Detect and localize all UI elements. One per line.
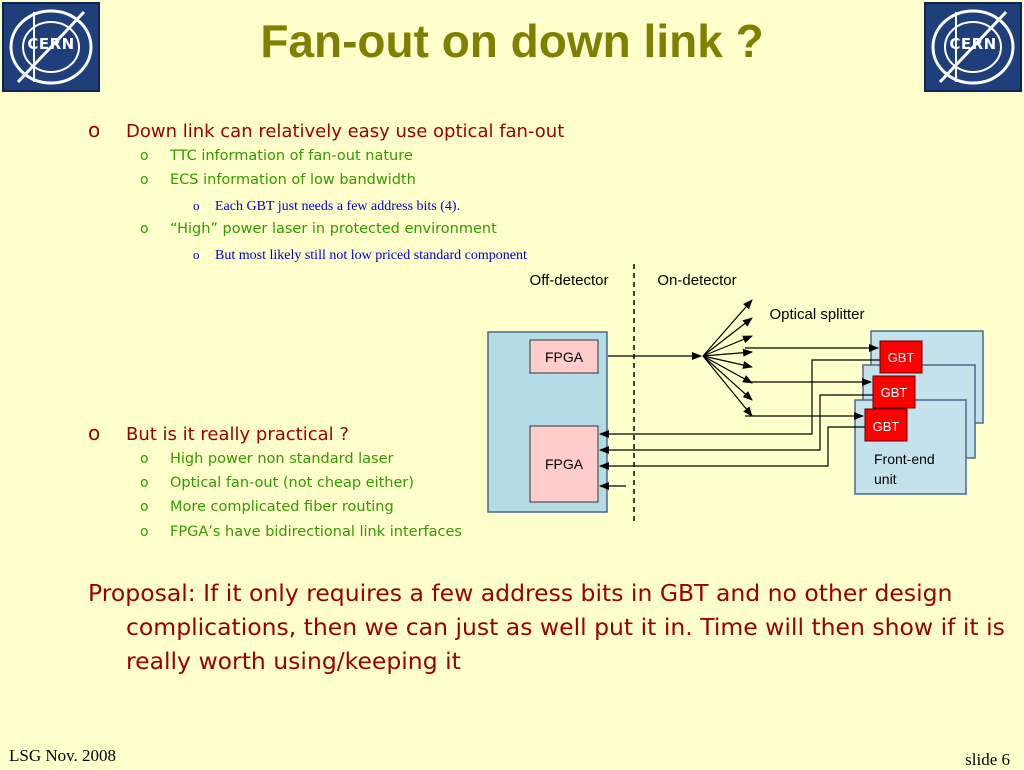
gbt-chip (879, 340, 923, 374)
bullet-text: But is it really practical ? (126, 424, 349, 445)
gbt-label: GBT (873, 419, 900, 434)
bullet-item: o FPGA’s have bidirectional link interfac… (140, 524, 462, 540)
bullet-text: “High” power laser in protected environm… (170, 221, 497, 237)
bullet-marker: o (140, 451, 149, 467)
bullet-text: High power non standard laser (170, 451, 394, 467)
bullet-item: o “High” power laser in protected environ… (140, 221, 497, 237)
splitter-arrow (702, 355, 753, 417)
splitter-arrow (702, 299, 753, 357)
uplink-arrow (599, 359, 880, 438)
bullet-marker: o (140, 148, 149, 164)
bullet-item: o Each GBT just needs a few address bits … (193, 198, 460, 215)
bullet-text: Down link can relatively easy use optica… (126, 121, 565, 142)
gbt-chip (872, 375, 916, 409)
cern-logo-right: CERN (924, 2, 1022, 92)
cern-logo-text: CERN (27, 35, 75, 53)
front-end-label-line2: unit (874, 471, 897, 487)
bullet-item: o But most likely still not low priced st… (193, 247, 527, 264)
uplink-arrow (599, 426, 865, 470)
splitter-arrow (702, 355, 753, 369)
bullet-marker: o (88, 421, 101, 445)
splitter-arrow (702, 355, 753, 401)
off-detector-label: Off-detector (530, 272, 609, 289)
bullet-text: ECS information of low bandwidth (170, 172, 416, 188)
fpga-top-box (529, 339, 599, 374)
bullet-marker: o (140, 524, 149, 540)
gbt-chip (864, 408, 908, 442)
bullet-marker: o (193, 247, 200, 262)
splitter-arrow (702, 317, 753, 357)
cern-emblem-icon (931, 9, 1015, 85)
optical-splitter-label: Optical splitter (769, 306, 864, 323)
uplink-arrow (599, 394, 873, 454)
bullet-text: But most likely still not low priced sta… (215, 248, 527, 263)
splitter-arrow (702, 355, 753, 384)
fpga-bottom-label: FPGA (545, 456, 584, 472)
bullet-item: o High power non standard laser (140, 451, 394, 467)
footer-date: LSG Nov. 2008 (9, 746, 117, 765)
bullet-item: o TTC information of fan-out nature (140, 148, 413, 164)
cern-logo-left: CERN (2, 2, 100, 92)
bullet-marker: o (193, 198, 200, 213)
bullet-text: TTC information of fan-out nature (170, 148, 413, 164)
bullet-marker: o (140, 221, 149, 237)
fpga-top-label: FPGA (545, 349, 584, 365)
bullet-marker: o (140, 172, 149, 188)
bullet-text: More complicated fiber routing (170, 499, 394, 515)
bullet-item: o But is it really practical ? (88, 421, 349, 445)
bullet-text: Optical fan-out (not cheap either) (170, 475, 415, 491)
splitter-fanout-arrows (702, 299, 753, 417)
bullet-item: o Down link can relatively easy use optic… (88, 118, 564, 142)
fpga-bottom-box (529, 425, 599, 503)
gbt-label: GBT (888, 350, 915, 365)
on-detector-label: On-detector (657, 272, 736, 289)
uplink-return-arrows (599, 359, 880, 470)
bullet-item: o More complicated fiber routing (140, 499, 394, 515)
bullet-text: Each GBT just needs a few address bits (… (215, 199, 461, 214)
front-end-label-line1: Front-end (874, 451, 935, 467)
gbt-downlink-arrows (745, 344, 879, 420)
bullet-marker: o (140, 475, 149, 491)
bullet-text: FPGA’s have bidirectional link interface… (170, 524, 462, 540)
splitter-arrow (702, 335, 753, 357)
slide-title: Fan-out on down link ? (260, 15, 764, 67)
proposal-text: Proposal: If it only requires a few addr… (88, 579, 1005, 675)
gbt-label: GBT (881, 385, 908, 400)
bullet-marker: o (140, 499, 149, 515)
bullet-item: o Optical fan-out (not cheap either) (140, 475, 414, 491)
bullet-item: o ECS information of low bandwidth (140, 172, 416, 188)
splitter-arrow (702, 348, 753, 357)
bullet-marker: o (88, 118, 101, 142)
slide-number: slide 6 (965, 750, 1010, 769)
cern-logo-text: CERN (949, 35, 997, 53)
cern-emblem-icon (9, 9, 93, 85)
